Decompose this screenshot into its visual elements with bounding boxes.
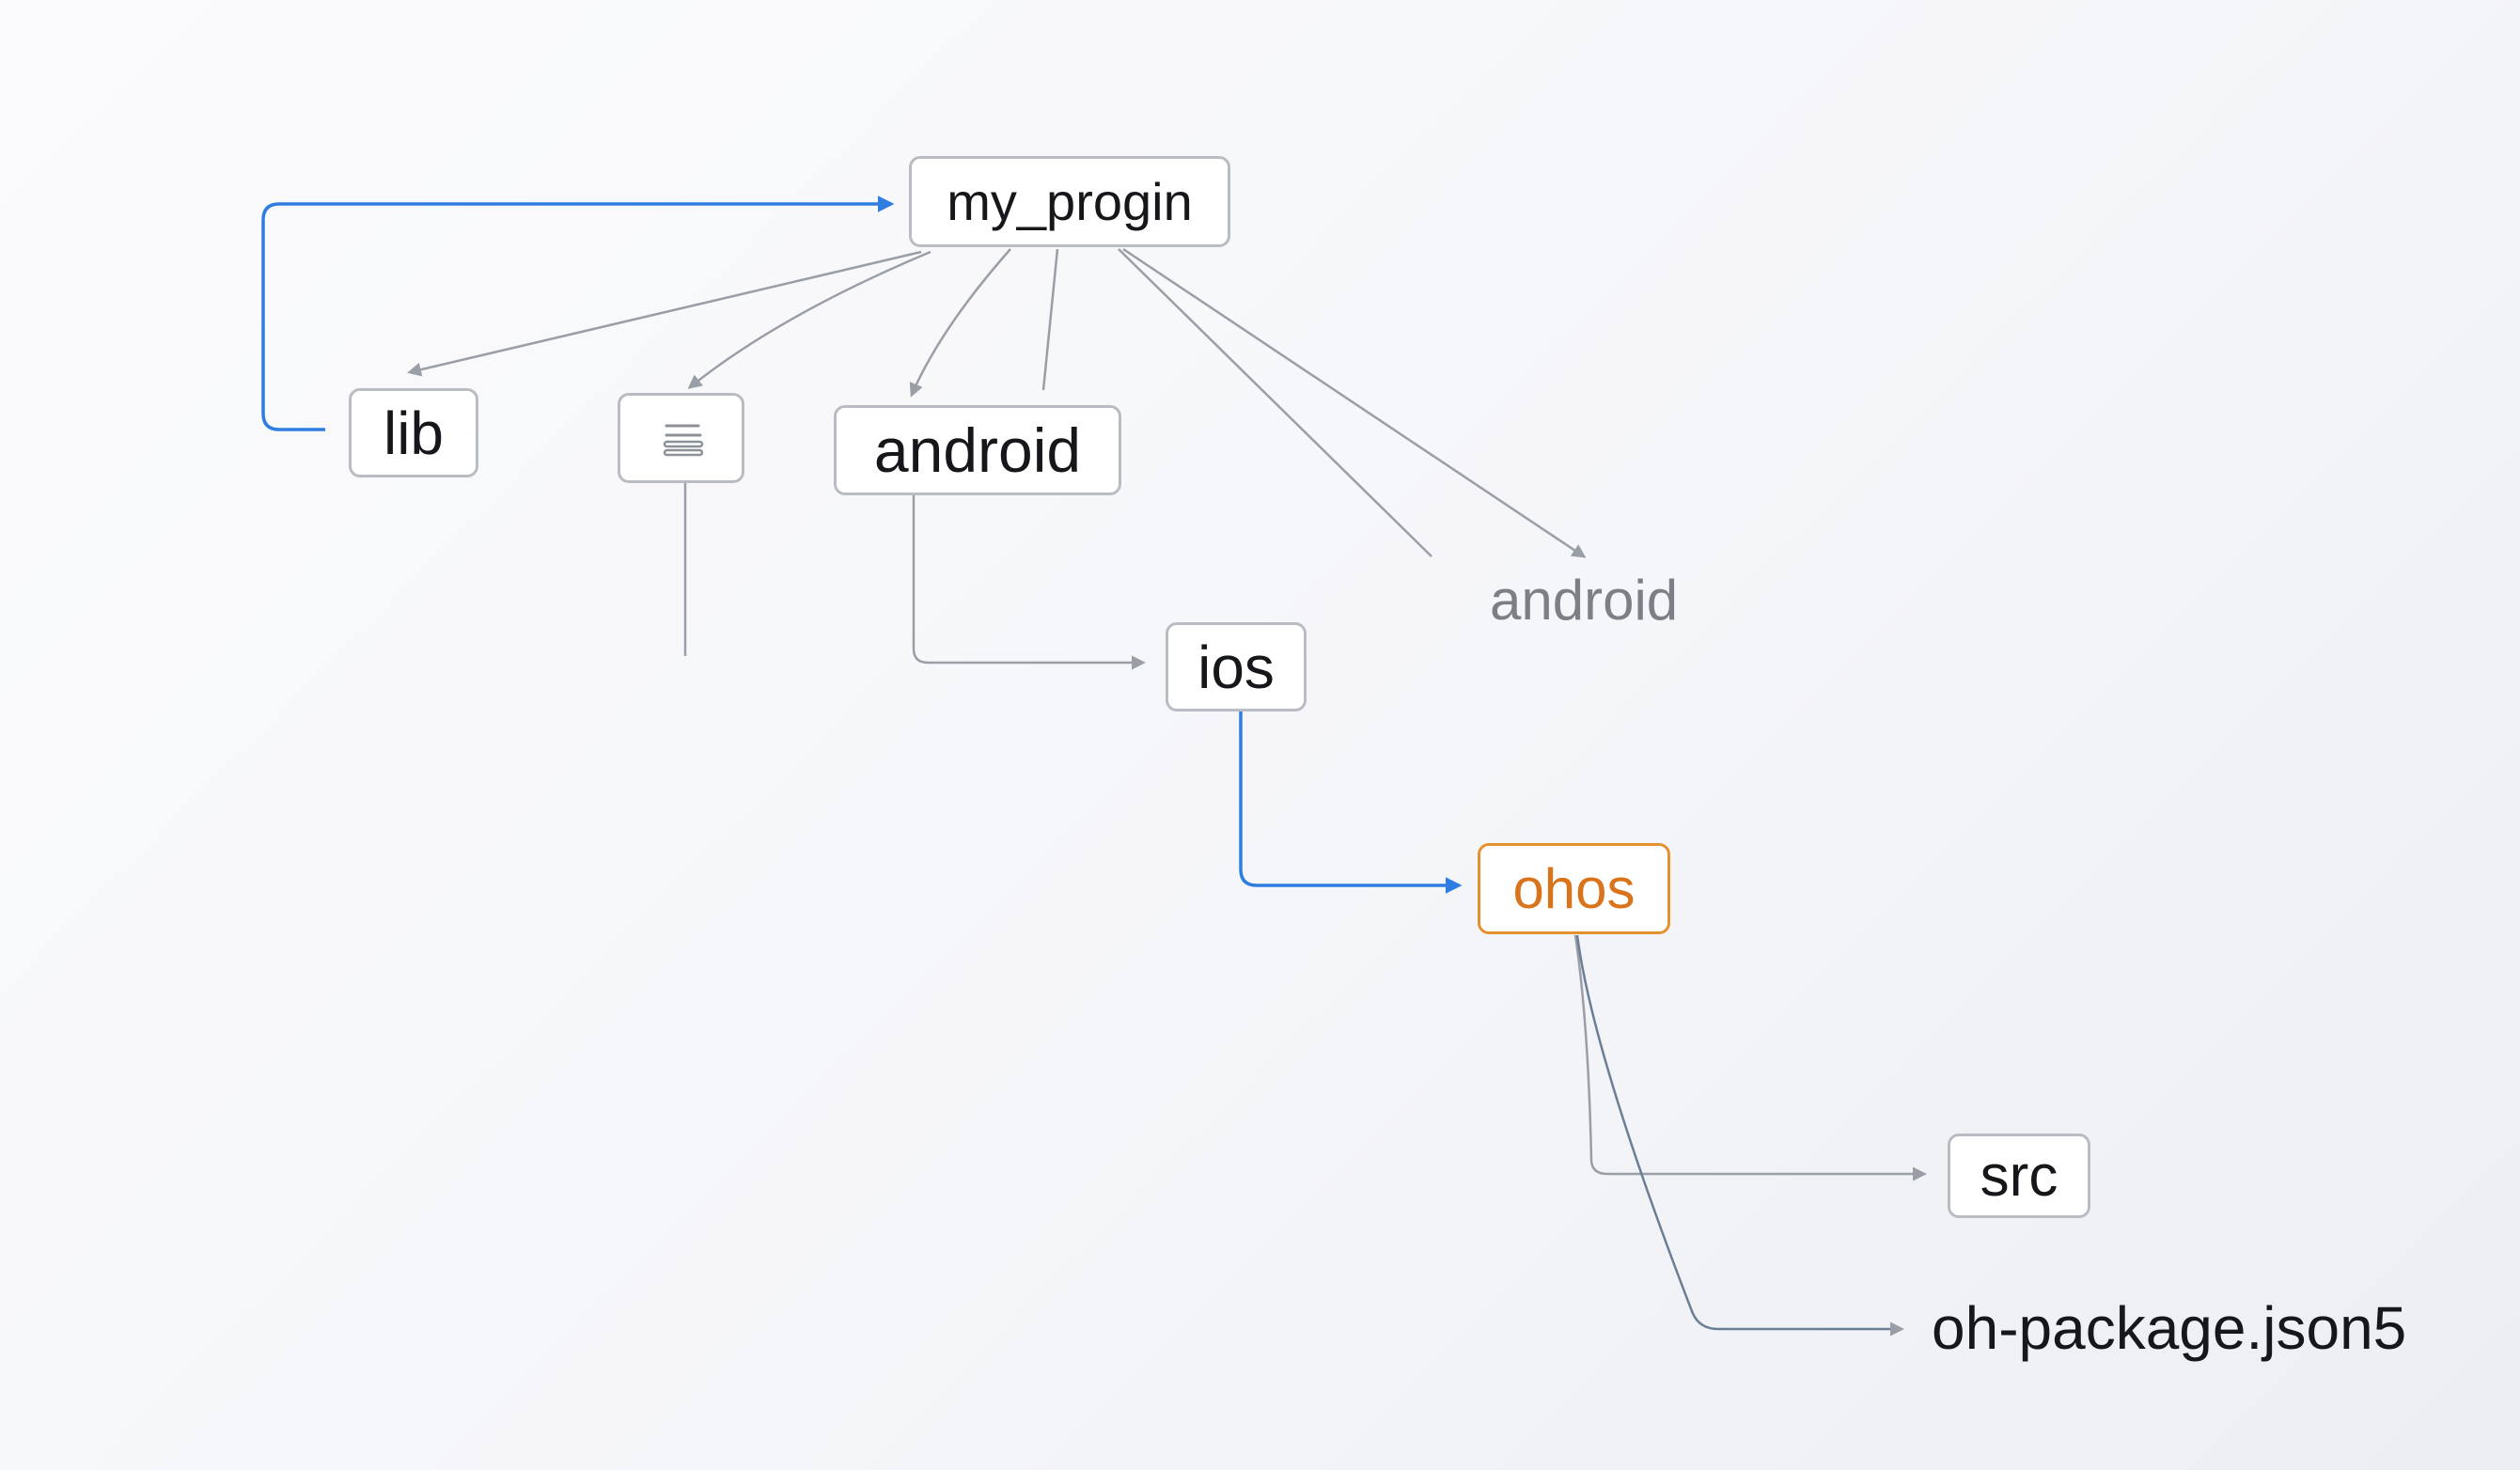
connector-root-to-android-faded-a xyxy=(1118,248,1432,557)
node-ohos[interactable]: ohos xyxy=(1478,843,1670,934)
node-ios[interactable]: ios xyxy=(1166,622,1307,712)
connector-root-to-android xyxy=(909,248,1011,398)
label-oh-package-json5: oh-package.json5 xyxy=(1932,1294,2407,1362)
node-ohos-label: ohos xyxy=(1512,857,1636,920)
label-android-faded: android xyxy=(1490,569,1679,632)
connector-ohos-to-oh-package xyxy=(1575,934,1904,1337)
connector-ohos-to-src xyxy=(1573,934,1927,1181)
connector-root-to-lib xyxy=(407,250,922,377)
node-android[interactable]: android xyxy=(834,405,1121,495)
node-lib-label: lib xyxy=(383,399,445,467)
connector-root-spoke xyxy=(1041,248,1059,391)
node-my-progin[interactable]: my_progin xyxy=(909,156,1230,247)
connector-android-to-ios xyxy=(912,495,1146,670)
node-lib[interactable]: lib xyxy=(349,388,478,477)
connector-ios-to-ohos xyxy=(1239,712,1463,894)
connector-root-to-android-faded-b xyxy=(1122,247,1587,558)
connector-root-to-doc xyxy=(687,250,931,389)
connector-lib-to-root xyxy=(261,195,895,431)
node-android-label: android xyxy=(873,415,1082,485)
document-lines-icon xyxy=(663,424,704,457)
node-document[interactable] xyxy=(618,393,744,483)
node-ios-label: ios xyxy=(1197,633,1275,701)
node-src-label: src xyxy=(1980,1143,2058,1209)
node-my-progin-label: my_progin xyxy=(947,172,1193,231)
node-src[interactable]: src xyxy=(1948,1134,2090,1218)
